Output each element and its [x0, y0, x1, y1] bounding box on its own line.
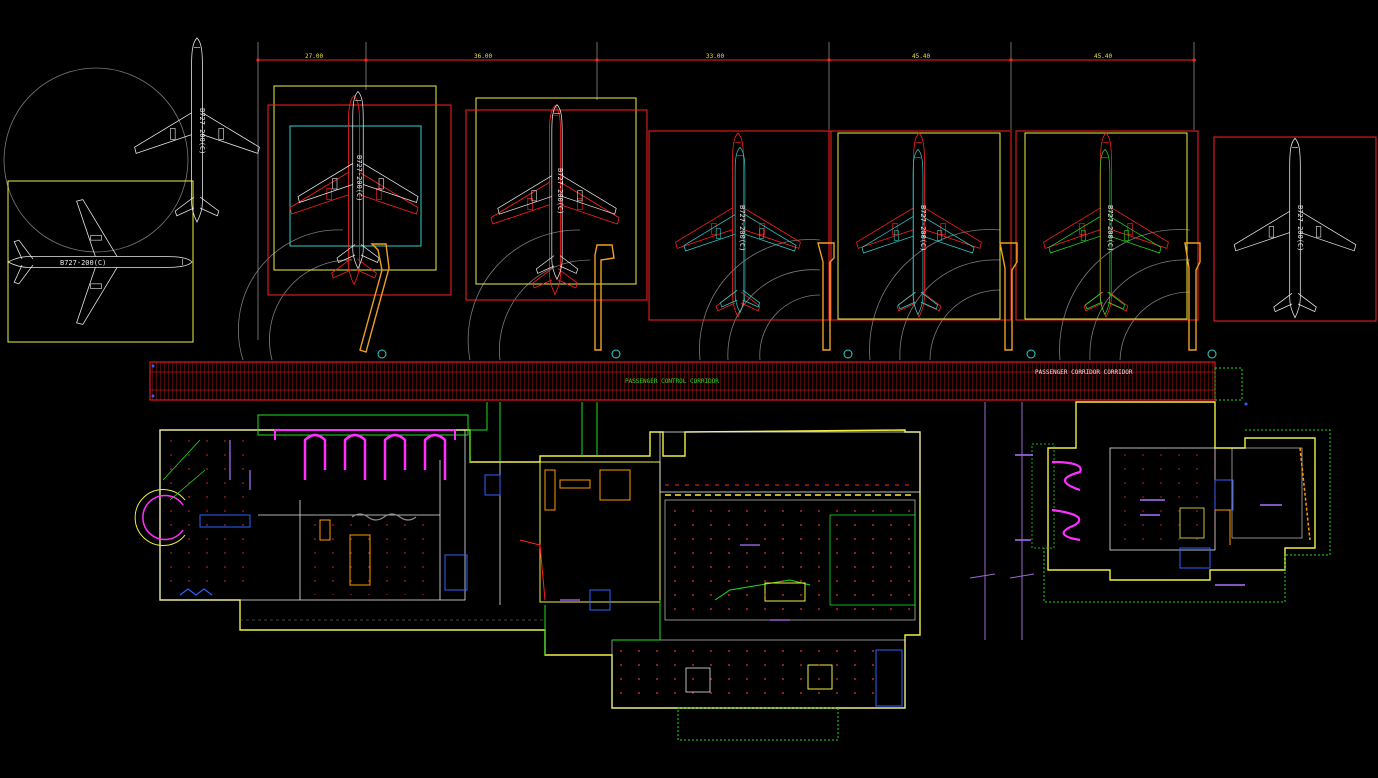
aircraft-8-icon — [1233, 137, 1357, 319]
dimension-label: 27.00 — [305, 53, 323, 60]
aircraft-4-icon — [490, 105, 620, 295]
aircraft-6-icon — [856, 132, 982, 318]
aircraft-6b-icon — [861, 149, 975, 315]
aircraft-label: B727-200(C) — [355, 155, 363, 201]
aircraft-label: B727-200(C) — [1296, 205, 1304, 251]
terminal-floor-plan — [134, 402, 921, 741]
aircraft-1-icon — [134, 37, 260, 223]
grid-markers — [151, 364, 1248, 406]
dimension-label: 45.40 — [912, 53, 930, 60]
aircraft-label: B727-200(C) — [198, 108, 206, 154]
grid-lines — [969, 402, 1035, 640]
aircraft-label: B727-200(C) — [556, 168, 564, 214]
bridge-rotundas — [377, 349, 1217, 359]
aircraft-labels: B727-200(C) B727-200(C) B727-200(C) B727… — [60, 108, 1304, 267]
corridor-label: PASSENGER CORRIDOR CORRIDOR — [1035, 369, 1133, 376]
aircraft-label: B727-200(C) — [919, 205, 927, 251]
aircraft-label: B727-200(C) — [738, 205, 746, 251]
aircraft-label: B727-200(C) — [1106, 205, 1114, 251]
aircraft-7b-icon — [1048, 149, 1162, 315]
dimension-label: 36.00 — [474, 53, 492, 60]
passenger-corridor: PASSENGER CONTROL CORRIDOR PASSENGER COR… — [149, 361, 1243, 401]
aircraft-label: B727-200(C) — [60, 259, 106, 267]
aircraft-5-icon — [675, 132, 801, 318]
secondary-building — [1015, 401, 1331, 603]
dimension-label: 45.40 — [1094, 53, 1112, 60]
dimension-label: 33.00 — [706, 53, 724, 60]
corridor-label: PASSENGER CONTROL CORRIDOR — [625, 378, 719, 385]
aircraft-7-icon — [1043, 132, 1169, 318]
dimension-chain: 27.00 36.00 33.00 45.40 45.40 — [256, 42, 1196, 340]
clearance-arcs — [3, 67, 1191, 361]
jet-bridges — [359, 242, 1201, 353]
